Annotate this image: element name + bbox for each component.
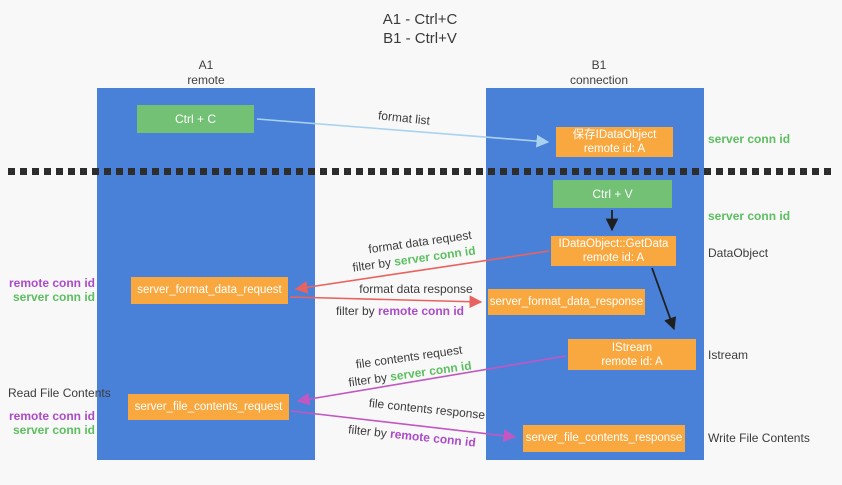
node-server-format-data-request: server_format_data_request bbox=[131, 277, 288, 304]
arrow-getdata-to-istream bbox=[651, 267, 677, 331]
label-write-file-contents: Write File Contents bbox=[708, 431, 810, 445]
label-format-data-response: format data response bbox=[359, 282, 473, 296]
node-server-file-contents-response: server_file_contents_response bbox=[523, 425, 685, 452]
diagram-title: A1 - Ctrl+C B1 - Ctrl+V bbox=[320, 10, 520, 48]
node-istream: IStream remote id: A bbox=[568, 339, 696, 370]
node-save-idataobject-line1: 保存IDataObject bbox=[572, 129, 657, 141]
column-b1-header: B1 connection bbox=[539, 58, 659, 88]
arrow-format-list bbox=[256, 118, 550, 148]
label-remote-conn-id-1: remote conn id bbox=[8, 276, 95, 290]
label-server-conn-id-1: server conn id bbox=[12, 290, 95, 304]
node-getdata-line1: IDataObject::GetData bbox=[558, 238, 669, 250]
label-server-conn-id-2: server conn id bbox=[12, 423, 95, 437]
column-b1-role: connection bbox=[569, 73, 629, 87]
session-divider-dotted-line bbox=[8, 168, 834, 175]
title-line-2: B1 - Ctrl+V bbox=[383, 30, 457, 47]
label-istream: Istream bbox=[708, 348, 749, 362]
node-istream-line1: IStream bbox=[611, 342, 653, 354]
column-b1-name: B1 bbox=[591, 58, 607, 72]
node-idataobject-getdata: IDataObject::GetData remote id: A bbox=[551, 236, 676, 266]
remote-conn-id-text: remote conn id bbox=[378, 304, 465, 318]
arrow-getdata-to-format-request bbox=[294, 250, 550, 294]
node-save-idataobject: 保存IDataObject remote id: A bbox=[556, 127, 673, 157]
label-read-file-contents: Read File Contents bbox=[8, 386, 111, 400]
node-ctrl-c: Ctrl + C bbox=[137, 105, 254, 133]
node-ctrl-v: Ctrl + V bbox=[553, 180, 672, 208]
title-line-1: A1 - Ctrl+C bbox=[382, 11, 458, 28]
column-a1-header: A1 remote bbox=[146, 58, 266, 88]
arrow-format-request-to-response bbox=[289, 295, 483, 309]
column-a1-role: remote bbox=[187, 73, 225, 87]
label-dataobject: DataObject bbox=[708, 246, 769, 260]
label-server-conn-id-mid: server conn id bbox=[708, 209, 791, 223]
node-server-file-contents-request: server_file_contents_request bbox=[128, 394, 289, 420]
label-filter-by-remote-conn-id-1: filter by remote conn id bbox=[320, 304, 480, 318]
arrow-istream-to-file-request bbox=[296, 355, 567, 406]
node-getdata-line2: remote id: A bbox=[582, 252, 645, 264]
filter-by-text: filter by bbox=[335, 304, 375, 318]
node-istream-line2: remote id: A bbox=[601, 356, 663, 368]
label-remote-conn-id-2: remote conn id bbox=[8, 409, 95, 423]
arrow-file-request-to-response bbox=[290, 410, 517, 443]
label-server-conn-id-top: server conn id bbox=[708, 132, 791, 146]
node-save-idataobject-line2: remote id: A bbox=[583, 143, 646, 155]
node-server-format-data-response: server_format_data_response bbox=[488, 289, 645, 315]
column-a1-name: A1 bbox=[198, 58, 214, 72]
